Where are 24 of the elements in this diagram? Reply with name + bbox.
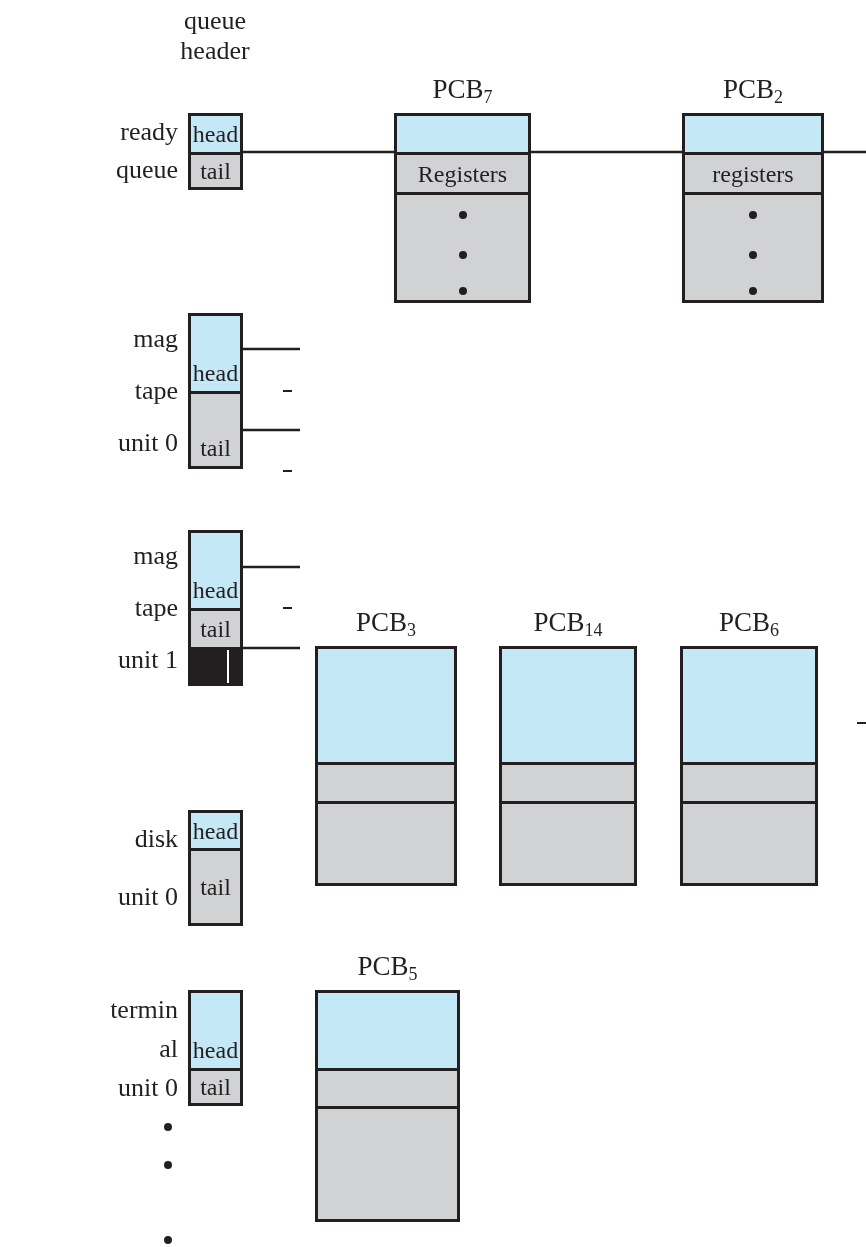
- field-text: head: [192, 120, 239, 148]
- pcb-label: PCB$_{3}$: [354, 606, 417, 638]
- field-text: head: [192, 1036, 239, 1064]
- field-text: head: [192, 816, 239, 845]
- queue-label: ready queue: [114, 116, 178, 186]
- pcb-label: PCB$_{6}$: [717, 606, 780, 638]
- field-text: registers: [712, 159, 794, 188]
- pcb-label: PCB$_{14}$: [532, 606, 604, 638]
- pcb-label: PCB$_{7}$: [431, 73, 494, 105]
- field-text: tail: [200, 434, 231, 462]
- field-text: Registers: [417, 159, 508, 188]
- field-text: tail: [200, 873, 231, 901]
- field-text: tail: [200, 157, 231, 185]
- pcb-label: PCB$_{2}$: [721, 73, 784, 105]
- queue-label: mag tape unit 1: [117, 540, 178, 676]
- queue-label: disk unit 0: [117, 823, 178, 913]
- column-heading: queue header: [179, 6, 251, 66]
- field-text: head: [192, 359, 239, 387]
- queue-label: mag tape unit 0: [117, 323, 178, 459]
- field-text: tail: [200, 1073, 231, 1101]
- field-text: tail: [200, 615, 231, 643]
- field-text: head: [192, 576, 239, 604]
- pcb-label: PCB$_{5}$: [356, 950, 419, 982]
- queue-label: unit 0: [117, 1072, 178, 1104]
